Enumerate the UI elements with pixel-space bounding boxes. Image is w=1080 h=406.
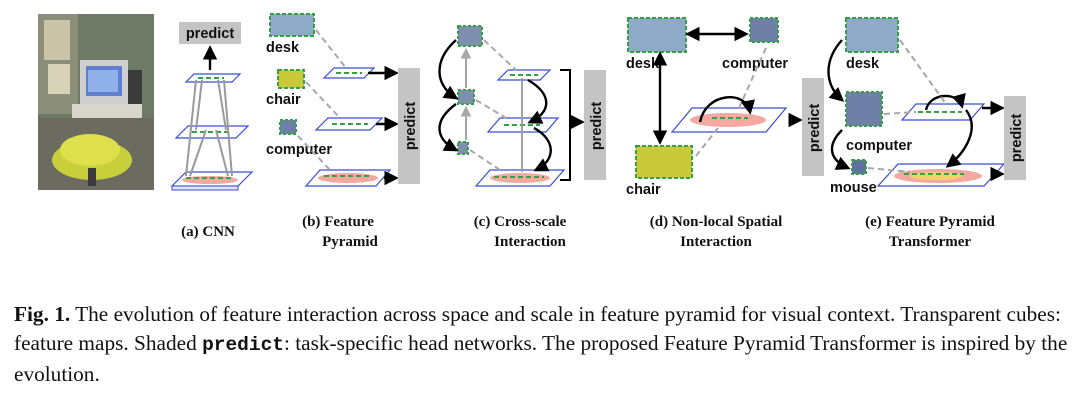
label-desk: desk xyxy=(626,56,660,72)
panel-a-cnn: predict xyxy=(170,22,254,191)
label-computer: computer xyxy=(722,56,788,72)
label-computer: computer xyxy=(266,142,332,158)
desk-crop xyxy=(845,17,899,53)
predict-text: predict xyxy=(807,104,823,153)
computer-crop xyxy=(749,17,779,43)
panel-label-e-line2: Transformer xyxy=(889,234,972,250)
panel-c-cross-scale: predict xyxy=(438,25,606,187)
panel-label-c: (c) Cross-scale xyxy=(474,214,567,230)
panel-label-e: (e) Feature Pyramid xyxy=(865,214,995,230)
predict-box xyxy=(802,78,824,176)
input-photo xyxy=(38,14,154,190)
panel-label-b-line2: Pyramid xyxy=(322,234,378,250)
chair-crop xyxy=(635,145,693,179)
computer-crop xyxy=(279,119,297,135)
figure-diagram: predict desk chair computer xyxy=(38,13,1026,250)
label-mouse: mouse xyxy=(830,180,877,196)
panel-labels: (a) CNN (b) Feature Pyramid (c) Cross-sc… xyxy=(181,214,995,250)
panel-label-c-line2: Interaction xyxy=(494,234,566,250)
figure-caption: Fig. 1. The evolution of feature interac… xyxy=(14,300,1069,389)
chair-crop xyxy=(277,69,305,89)
predict-text: predict xyxy=(186,26,235,42)
predict-box xyxy=(398,68,420,184)
panel-label-b: (b) Feature xyxy=(302,214,374,230)
panel-b-feature-pyramid: desk chair computer predict xyxy=(266,13,420,187)
panel-e-fpt: desk computer mouse predict xyxy=(827,17,1026,196)
desk-crop xyxy=(627,17,687,53)
predict-text: predict xyxy=(589,102,605,151)
caption-text-1: The evolution of feature interaction acr… xyxy=(14,302,1061,355)
desk-crop xyxy=(269,13,315,37)
label-computer: computer xyxy=(846,138,912,154)
label-desk: desk xyxy=(846,56,880,72)
predict-box xyxy=(1004,96,1026,180)
label-chair: chair xyxy=(626,182,661,198)
panel-label-d: (d) Non-local Spatial xyxy=(650,214,783,230)
predict-box xyxy=(179,22,241,44)
label-chair: chair xyxy=(266,92,301,108)
panel-label-d-line2: Interaction xyxy=(680,234,752,250)
mouse-crop xyxy=(851,159,867,175)
caption-fig-label: Fig. 1. xyxy=(14,302,71,326)
predict-text: predict xyxy=(1009,114,1025,163)
computer-crop xyxy=(845,91,883,127)
caption-text-2: : task-specific head networks. The propo… xyxy=(14,331,1068,386)
predict-text: predict xyxy=(403,102,419,151)
panel-d-non-local: desk computer chair predict xyxy=(626,17,824,198)
predict-box xyxy=(584,70,606,180)
panel-label-a: (a) CNN xyxy=(181,224,235,240)
label-desk: desk xyxy=(266,40,300,56)
caption-code: predict xyxy=(202,334,284,356)
